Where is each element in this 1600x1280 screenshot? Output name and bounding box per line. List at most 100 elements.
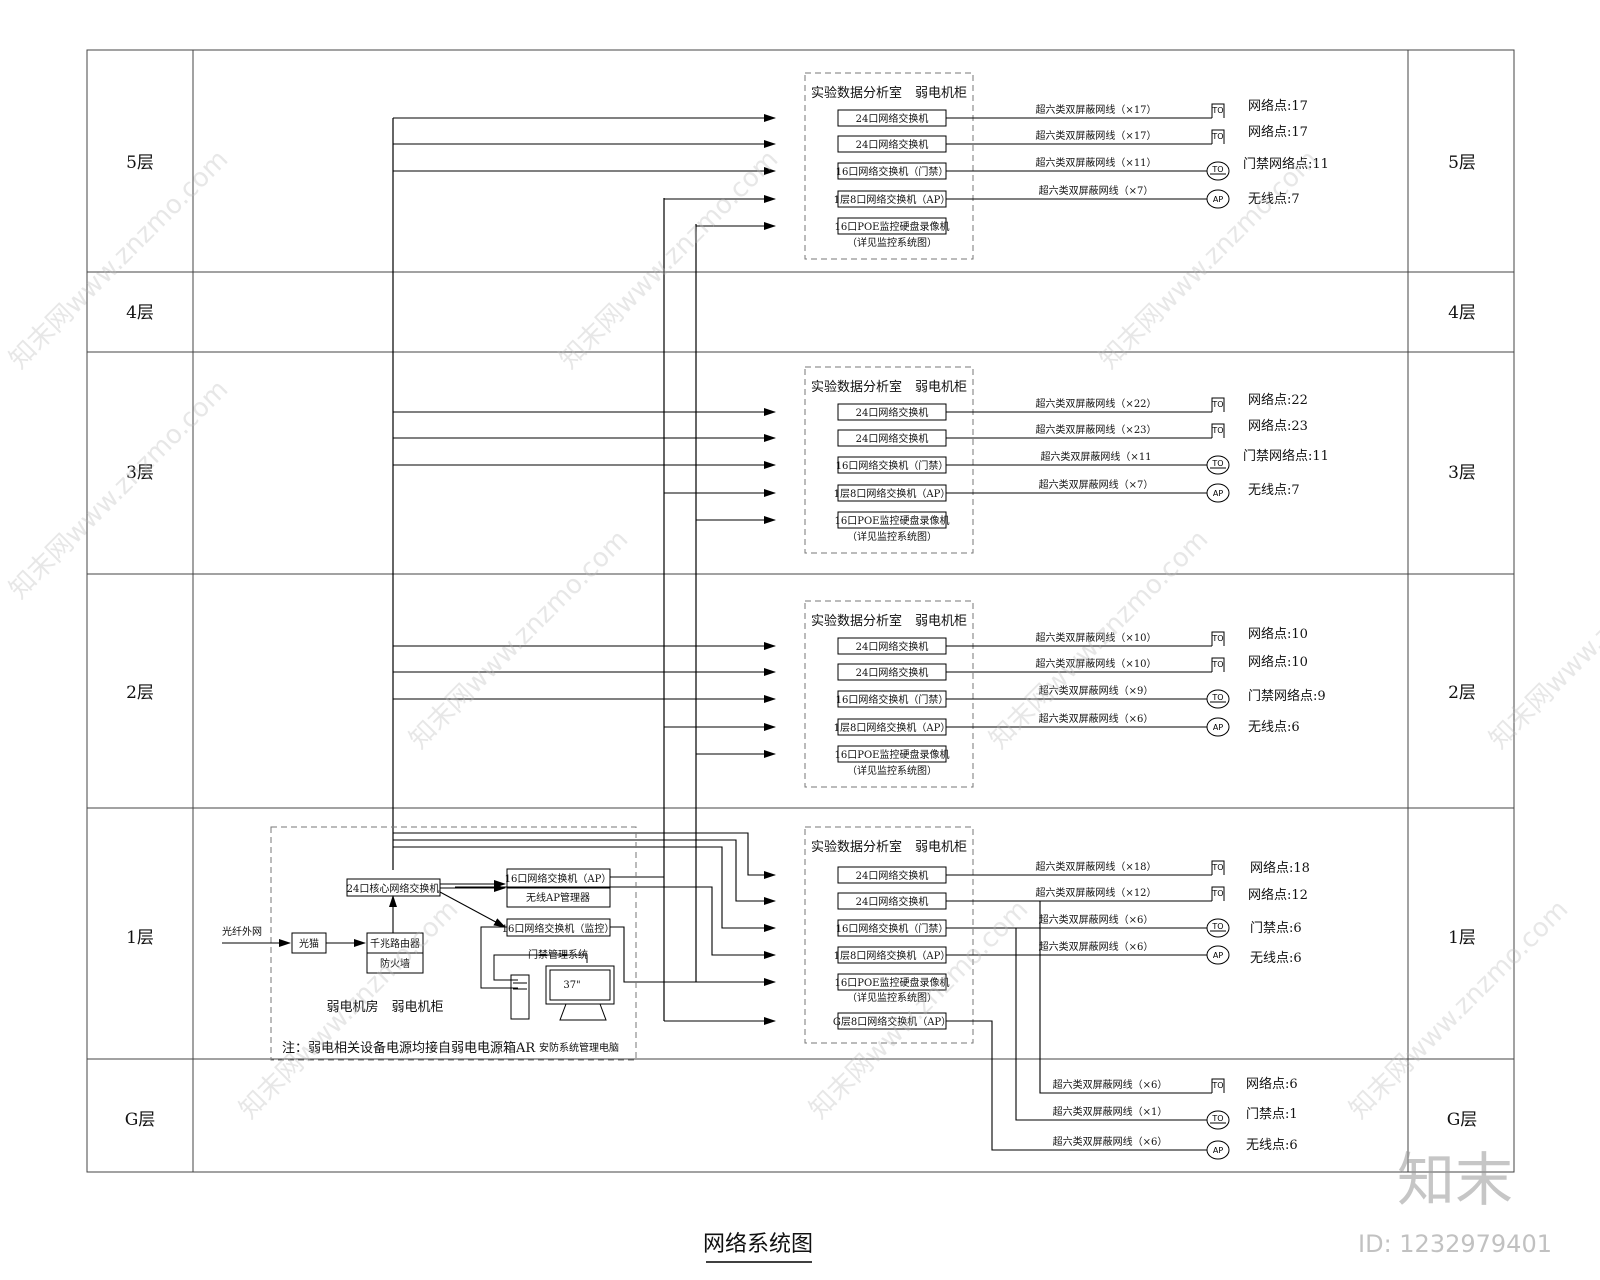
to-outlet-icon: TO xyxy=(1211,103,1225,118)
svg-text:AP: AP xyxy=(1213,723,1223,732)
door-to-outlet-icon: TO xyxy=(1206,689,1230,709)
site-watermark: 知末网www.znzmo.com xyxy=(4,374,235,605)
page-title: 网络系统图 xyxy=(703,1232,813,1257)
endpoint-count: 无线点:6 xyxy=(1246,1138,1298,1153)
firewall: 防火墙 xyxy=(380,957,410,970)
floor-label: 4层 xyxy=(1448,303,1476,323)
endpoint-count: 无线点:6 xyxy=(1248,720,1300,735)
endpoint-count: 网络点:22 xyxy=(1248,392,1308,408)
cabinet-2f: 实验数据分析室 弱电机柜 24口网络交换机 24口网络交换机 16口网络交换机（… xyxy=(804,600,974,788)
switch-8-ap: 1层8口网络交换机（AP） xyxy=(834,949,951,962)
switch-16-door: 16口网络交换机（门禁） xyxy=(836,459,949,472)
switch-24-port: 24口网络交换机 xyxy=(856,640,929,653)
cable-label: 超六类双屏蔽网线（×6） xyxy=(1039,940,1154,953)
to-outlet-icon: TO xyxy=(1211,631,1225,646)
cable-label: 超六类双屏蔽网线（×17） xyxy=(1035,129,1156,142)
svg-text:TO: TO xyxy=(1211,922,1223,931)
poe-nvr: 16口POE监控硬盘录像机 xyxy=(835,220,950,233)
to-outlet-icon: TO xyxy=(1211,397,1225,412)
to-outlet-icon: TO xyxy=(1211,657,1225,672)
cable-labels-gf: 超六类双屏蔽网线（×6） 超六类双屏蔽网线（×1） 超六类双屏蔽网线（×6） 网… xyxy=(1053,1076,1298,1153)
to-outlet-icon: TO xyxy=(1211,886,1225,901)
monitor-icon xyxy=(545,965,615,1005)
svg-text:AP: AP xyxy=(1213,951,1223,960)
brand-watermark: 知末 xyxy=(1397,1146,1513,1214)
door-to-outlet-icon: TO xyxy=(1206,918,1230,938)
cable-label: 超六类双屏蔽网线（×9） xyxy=(1039,684,1154,697)
cabinet-title: 实验数据分析室 弱电机柜 xyxy=(811,613,967,629)
switch-24-port: 24口网络交换机 xyxy=(856,432,929,445)
to-outlet-icon: TO xyxy=(1211,860,1225,875)
svg-text:TO: TO xyxy=(1211,459,1223,468)
svg-text:AP: AP xyxy=(1213,195,1223,204)
endpoint-count: 网络点:10 xyxy=(1248,626,1308,642)
site-watermark: 知末网www.znzmo.com xyxy=(4,144,235,375)
floor-label: 1层 xyxy=(1448,928,1476,948)
poe-nvr: 16口POE监控硬盘录像机 xyxy=(835,976,950,989)
cable-labels-5f: 超六类双屏蔽网线（×17） 超六类双屏蔽网线（×17） 超六类双屏蔽网线（×11… xyxy=(1035,98,1328,207)
ap-icon: AP xyxy=(1206,189,1230,209)
fiber-label: 光纤外网 xyxy=(222,925,262,938)
cable-label: 超六类双屏蔽网线（×23） xyxy=(1035,423,1156,436)
ap-icon: AP xyxy=(1206,1140,1230,1160)
cable-label: 超六类双屏蔽网线（×11 xyxy=(1040,450,1151,463)
endpoint-count: 门禁点:6 xyxy=(1250,921,1302,936)
cabinet-3f: 实验数据分析室 弱电机柜 24口网络交换机 24口网络交换机 16口网络交换机（… xyxy=(804,366,974,554)
switch-16-door: 16口网络交换机（门禁） xyxy=(836,693,949,706)
cable-label: 超六类双屏蔽网线（×12） xyxy=(1035,886,1156,899)
floor-grid xyxy=(86,49,1515,1173)
cable-label: 超六类双屏蔽网线（×6） xyxy=(1039,913,1154,926)
cable-label: 超六类双屏蔽网线（×6） xyxy=(1039,712,1154,725)
floor-label: G层 xyxy=(1447,1110,1478,1130)
svg-text:TO: TO xyxy=(1211,400,1223,409)
cable-labels-3f: 超六类双屏蔽网线（×22） 超六类双屏蔽网线（×23） 超六类双屏蔽网线（×11… xyxy=(1035,392,1328,498)
svg-text:AP: AP xyxy=(1213,489,1223,498)
ap-icon: AP xyxy=(1206,945,1230,965)
floor-label: 2层 xyxy=(1448,683,1476,703)
door-to-outlet-icon: TO xyxy=(1206,161,1230,181)
floor-label: 5层 xyxy=(1448,153,1476,173)
endpoint-count: 网络点:17 xyxy=(1248,124,1308,140)
endpoint-count: 门禁网络点:11 xyxy=(1243,156,1329,172)
switch-8-ap: 1层8口网络交换机（AP） xyxy=(834,487,951,500)
nvr-note: （详见监控系统图） xyxy=(847,764,937,777)
switch-24-port: 24口网络交换机 xyxy=(856,406,929,419)
nvr-note: （详见监控系统图） xyxy=(847,991,937,1004)
svg-text:TO: TO xyxy=(1211,660,1223,669)
endpoint-count: 网络点:10 xyxy=(1248,654,1308,670)
floor-label: 2层 xyxy=(126,683,154,703)
modem: 光猫 xyxy=(299,937,319,950)
site-watermark: 知末网www.znzmo.com xyxy=(554,144,785,375)
switch-8-ap: 1层8口网络交换机（AP） xyxy=(834,721,951,734)
endpoint-count: 网络点:17 xyxy=(1248,98,1308,114)
cable-label: 超六类双屏蔽网线（×7） xyxy=(1039,478,1154,491)
cable-label: 超六类双屏蔽网线（×1） xyxy=(1053,1105,1168,1118)
pc-label: 安防系统管理电脑 xyxy=(539,1041,619,1054)
backbone-lines xyxy=(392,118,697,1021)
floor-labels-left: 5层 4层 3层 2层 1层 G层 xyxy=(125,153,156,1130)
id-watermark: ID: 1232979401 xyxy=(1358,1230,1552,1258)
ap-icon: AP xyxy=(1206,483,1230,503)
floor-label: 5层 xyxy=(126,153,154,173)
floor-label: 4层 xyxy=(126,303,154,323)
switch-16-door: 16口网络交换机（门禁） xyxy=(836,165,949,178)
switch-g-ap: G层8口网络交换机（AP） xyxy=(833,1015,951,1028)
ap-icon: AP xyxy=(1206,717,1230,737)
cable-label: 超六类双屏蔽网线（×7） xyxy=(1039,184,1154,197)
poe-nvr: 16口POE监控硬盘录像机 xyxy=(835,748,950,761)
endpoint-count: 无线点:7 xyxy=(1248,483,1300,498)
to-outlet-icon: TO xyxy=(1211,1078,1225,1093)
svg-text:TO: TO xyxy=(1211,693,1223,702)
pc-tower-icon xyxy=(510,974,530,1020)
cable-label: 超六类双屏蔽网线（×6） xyxy=(1053,1078,1168,1091)
outgoing-cables xyxy=(946,117,1212,1151)
to-outlet-icon: TO xyxy=(1211,129,1225,144)
floor-labels-right: 5层 4层 3层 2层 1层 G层 xyxy=(1447,153,1478,1130)
cable-label: 超六类双屏蔽网线（×6） xyxy=(1053,1135,1168,1148)
endpoint-count: 网络点:18 xyxy=(1250,860,1310,876)
power-note: 注：弱电相关设备电源均接自弱电电源箱AR xyxy=(282,1040,536,1056)
floor-label: 3层 xyxy=(1448,463,1476,483)
cable-label: 超六类双屏蔽网线（×10） xyxy=(1035,657,1156,670)
